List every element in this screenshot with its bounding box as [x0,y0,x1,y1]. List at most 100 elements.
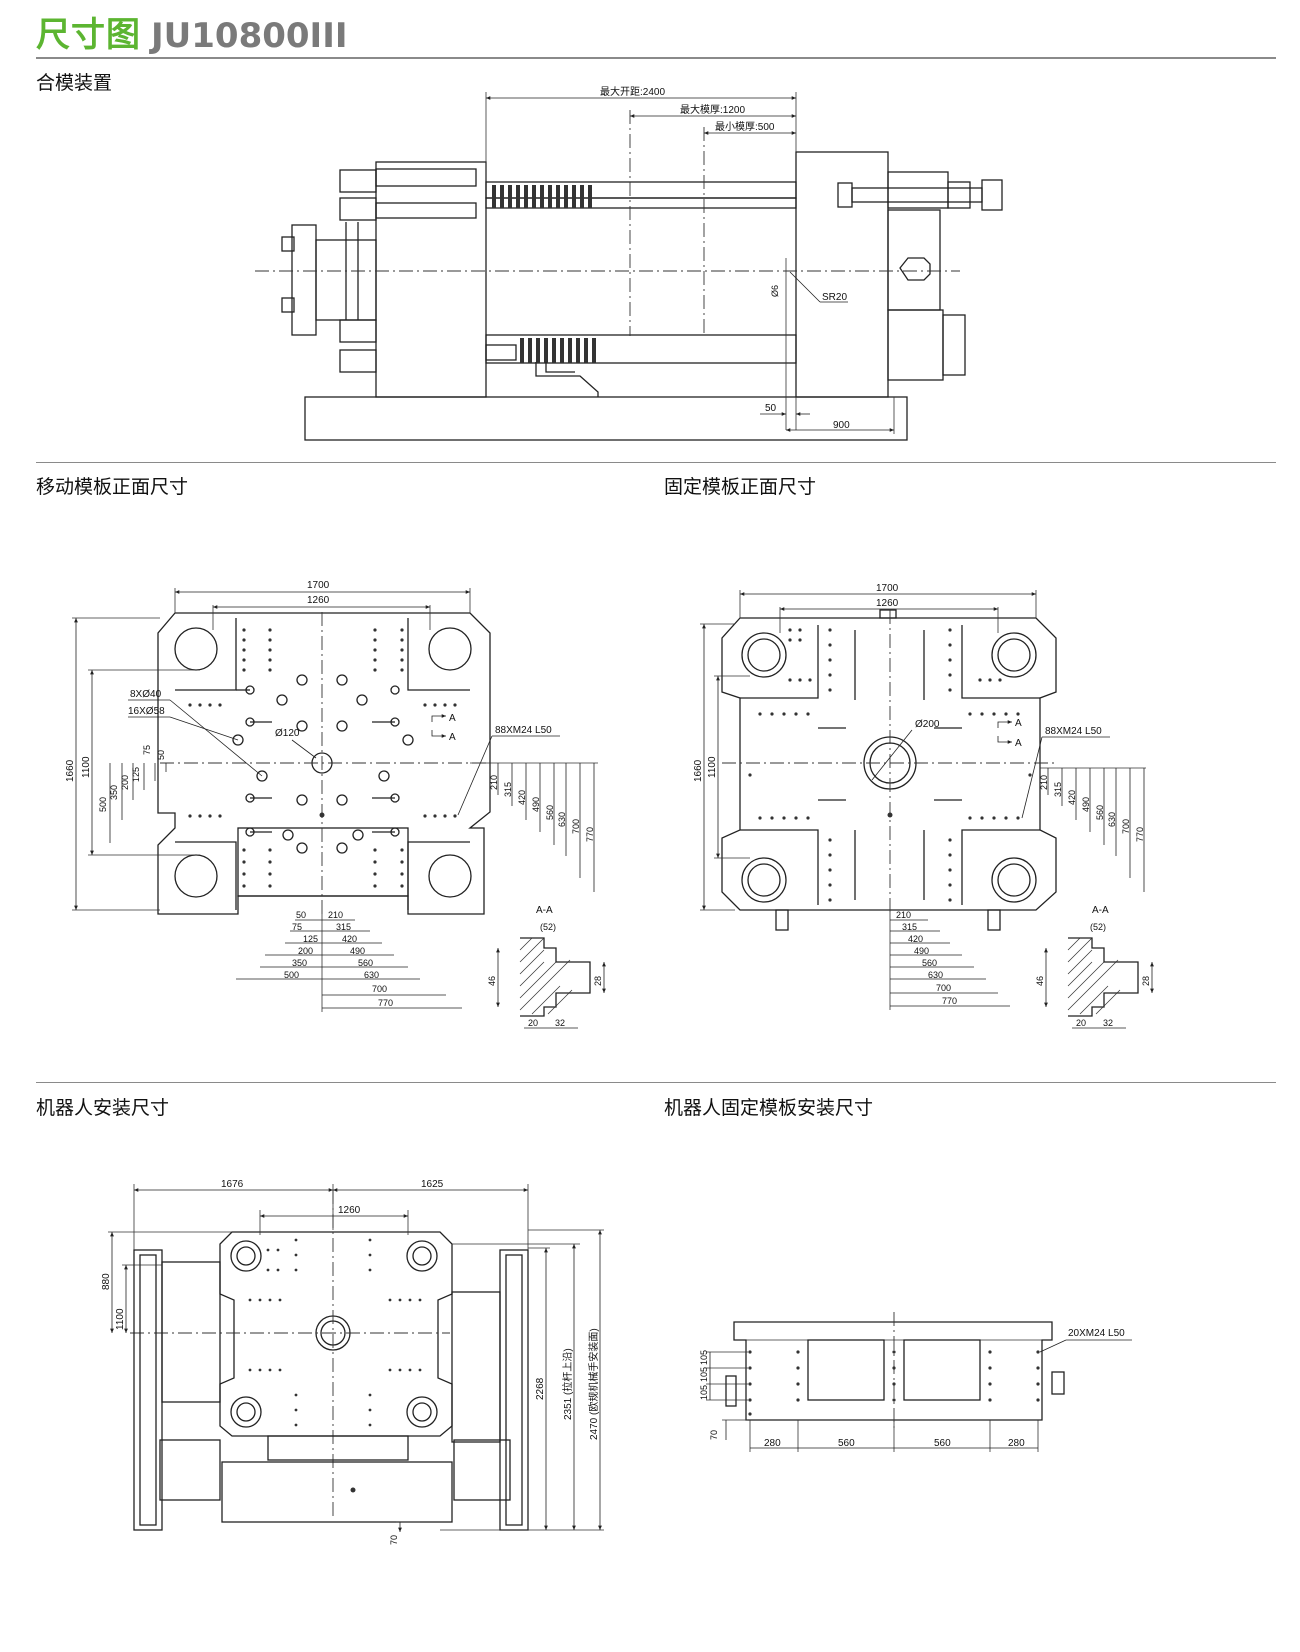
fixed-platen-drawing: 1700 1260 1660 1100 Ø200 88XM24 L50 A A … [693,583,1146,1010]
mp-br-700: 700 [372,984,387,994]
fp-rv-420: 420 [1067,790,1077,805]
fp-aa-52: (52) [1090,922,1106,932]
lower-tie-bar [485,334,797,364]
page-header: 尺寸图 JU10800III [36,8,348,56]
fp-h1660: 1660 [693,759,704,782]
mp-lv-500: 500 [98,797,108,812]
rb-h2351: 2351 (拉杆上沿) [561,1348,574,1420]
fp-b-770: 770 [942,996,957,1006]
rp-v105a: 105 [699,1350,709,1365]
min-mold-label: 最小模厚:500 [715,121,775,133]
mp-lv-200: 200 [120,775,130,790]
fp-rv-315: 315 [1053,782,1063,797]
mp-rv-490: 490 [531,797,541,812]
fp-b-315: 315 [902,922,917,932]
t-slots [236,685,400,837]
robot-platen-outline [219,1231,453,1437]
fp-w1700: 1700 [876,583,899,594]
fp-section-a-1: A [1015,718,1022,729]
mp-aa-title: A-A [536,905,553,916]
mp-h1660: 1660 [65,759,76,782]
mp-bl-500: 500 [284,970,299,980]
fp-rv-490: 490 [1081,797,1091,812]
fp-rv-770: 770 [1135,827,1145,842]
rp-b560a: 560 [838,1438,855,1449]
rb-h880: 880 [101,1273,112,1290]
fp-h1100: 1100 [707,756,718,778]
mp-lv-350: 350 [109,785,119,800]
fp-section-a-2: A [1015,738,1022,749]
mp-left-vertical-dims [109,763,167,843]
clamping-unit-drawing: 最大开距:2400 最大模厚:1200 最小模厚:500 50 900 Ø6 S… [255,85,1003,441]
mp-bottom-dims [236,914,462,1012]
mp-center-120: Ø120 [275,728,300,739]
mp-rv-210: 210 [489,775,499,790]
fp-rv-210: 210 [1039,775,1049,790]
cylinder-flange [291,224,317,336]
robot-left-rail [133,1249,163,1531]
page-title: 尺寸图 [36,15,141,55]
rp-b560b: 560 [934,1438,951,1449]
rp-thread: 20XM24 L50 [1068,1328,1125,1339]
mp-br-630: 630 [364,970,379,980]
dim-d6: Ø6 [770,285,780,297]
dim-900: 900 [833,420,850,431]
robot-install-drawing: 1676 1625 1260 880 1100 2268 2351 (拉杆上沿)… [101,1179,604,1545]
divider-2 [36,1082,1276,1083]
robot-right-rail [499,1249,529,1531]
fixed-platen-side [795,151,889,398]
mp-section-a-2: A [449,732,456,743]
fp-b-630: 630 [928,970,943,980]
mp-lv-75: 75 [142,745,152,755]
header-rule [36,57,1276,59]
max-open-label: 最大开距:2400 [600,85,665,98]
divider-1 [36,462,1276,463]
mp-right-vertical-dims [470,762,598,892]
rp-v105b: 105 [699,1367,709,1382]
mp-w1700: 1700 [307,580,330,591]
rear-platen [375,161,487,398]
mp-rv-770: 770 [585,827,595,842]
robot-fixed-platen-outline [733,1321,1053,1421]
mp-br-560: 560 [358,958,373,968]
mp-rv-420: 420 [517,790,527,805]
robot-base [221,1461,453,1523]
section-title-moving-platen: 移动模板正面尺寸 [36,476,189,498]
section-title-clamping: 合模装置 [36,72,113,94]
section-title-robot: 机器人安装尺寸 [36,1097,170,1119]
mp-bl-50: 50 [296,910,306,920]
fp-aa-28: 28 [1141,976,1151,986]
fp-right-vertical-dims [1040,767,1146,892]
section-aa-moving: A-A (52) 46 28 20 32 [487,905,606,1029]
moving-platen-drawing: 1700 1260 1660 1100 500 350 200 125 75 5… [65,580,598,1012]
fp-rv-560: 560 [1095,805,1105,820]
mp-br-770: 770 [378,998,393,1008]
mp-lv-125: 125 [131,767,141,782]
mp-br-420: 420 [342,934,357,944]
rb-w1260: 1260 [338,1205,361,1216]
robot-platen-install-drawing: 20XM24 L50 105 105 105 70 280 560 560 28… [699,1312,1132,1452]
fp-bottom-dims [889,912,1010,1010]
mp-h1100: 1100 [81,756,92,778]
fp-rv-700: 700 [1121,819,1131,834]
thread-holes [188,628,457,888]
mp-br-315: 315 [336,922,351,932]
rp-v70: 70 [709,1430,719,1440]
section-title-fixed-platen: 固定模板正面尺寸 [664,476,817,498]
fp-aa-title: A-A [1092,905,1109,916]
fp-b-700: 700 [936,983,951,993]
mp-bl-200: 200 [298,946,313,956]
fp-aa-20: 20 [1076,1018,1086,1028]
section-title-robot-platen: 机器人固定模板安装尺寸 [664,1097,874,1119]
mp-bl-75: 75 [292,922,302,932]
mounting-holes [232,674,414,854]
rp-b280a: 280 [764,1438,781,1449]
mp-aa-32: 32 [555,1018,565,1028]
model-name: JU10800III [151,16,348,56]
fp-aa-46: 46 [1035,976,1045,986]
mp-bl-350: 350 [292,958,307,968]
rp-b280b: 280 [1008,1438,1025,1449]
mp-rv-630: 630 [557,812,567,827]
mp-bl-125: 125 [303,934,318,944]
